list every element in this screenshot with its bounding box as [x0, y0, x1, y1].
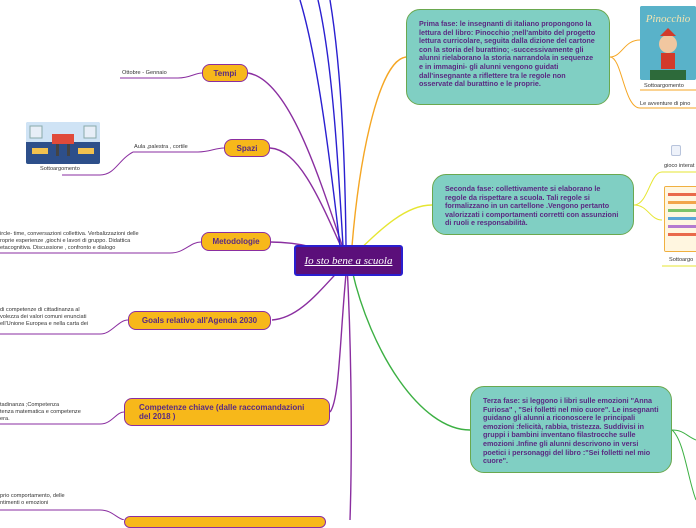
connector-top-3	[329, 0, 347, 247]
metodologie-detail-2: roprie esperienze ,giochi e lavori di gr…	[0, 238, 131, 244]
connector-first-img	[609, 39, 641, 58]
metodologie-detail-3: etacognitiva. Discussione , confronto e …	[0, 245, 116, 251]
connector-bottom	[346, 263, 352, 520]
underline-bottom	[0, 509, 125, 520]
connector-first-link	[609, 56, 696, 109]
document-icon[interactable]	[671, 145, 681, 156]
node-tempi[interactable]: Tempi	[202, 64, 248, 82]
goals-detail-3: ell'Unione Europea e nella carta dei	[0, 321, 89, 327]
connector-top-2	[317, 0, 344, 247]
gym-image[interactable]	[26, 122, 100, 164]
goals-detail-1: di competenze di cittadinanza al	[0, 307, 80, 313]
underline-competenze	[0, 411, 125, 425]
node-bottom[interactable]	[124, 516, 326, 528]
node-metodologie[interactable]: Metodologie	[201, 232, 271, 251]
phase-first[interactable]: Prima fase: le insegnanti di italiano pr…	[406, 9, 610, 105]
spazi-detail: Aula ,palestra , cortile	[134, 144, 188, 150]
node-goals[interactable]: Goals relativo all'Agenda 2030	[128, 311, 271, 330]
underline-spazi-img	[62, 151, 134, 176]
bottom-detail-1: prio comportamento, delle	[0, 493, 65, 499]
tempi-detail: Ottobre - Gennaio	[122, 70, 167, 76]
competenze-detail-3: era.	[0, 416, 10, 422]
gym-image-caption: Sottoargomento	[40, 166, 80, 172]
connector-second-link	[633, 171, 696, 206]
pinocchio-link[interactable]: Le avventure di pino	[640, 101, 691, 107]
phase-third[interactable]: Terza fase: si leggono i libri sulle emo…	[470, 386, 672, 473]
interactive-game-link[interactable]: gioco interat	[664, 163, 695, 169]
underline-spazi	[133, 147, 225, 153]
competenze-detail-1: tadinanza ;Competenza	[0, 402, 60, 408]
connector-second-img	[633, 204, 663, 221]
node-spazi[interactable]: Spazi	[224, 139, 270, 157]
connector-third-out-1	[671, 429, 696, 441]
connector-third	[351, 269, 471, 431]
bottom-detail-2: ntimenti o emozioni	[0, 500, 49, 506]
central-topic[interactable]: Io sto bene a scuola	[294, 245, 403, 276]
connector-tempi	[247, 72, 348, 261]
goals-detail-2: volezza dei valori comuni enunciati	[0, 314, 87, 320]
connector-top-1	[299, 0, 341, 247]
pinocchio-title: Pinocchio	[645, 13, 691, 25]
connector-first	[351, 56, 407, 247]
metodologie-detail-1: ircle- time, conversazioni collettiva. V…	[0, 231, 139, 237]
underline-goals	[0, 319, 129, 335]
connector-third-out-2	[671, 429, 696, 501]
rules-poster-image[interactable]	[664, 186, 696, 252]
pinocchio-caption: Sottoargomento	[644, 83, 684, 89]
phase-second[interactable]: Seconda fase: collettivamente si elabora…	[432, 174, 634, 235]
competenze-detail-2: tenza matematica e competenze	[0, 409, 81, 415]
connector-spazi	[269, 147, 348, 261]
pinocchio-image[interactable]: Pinocchio	[640, 6, 696, 80]
underline-metodologie	[0, 241, 202, 254]
connector-competenze	[329, 263, 348, 413]
rules-poster-caption: Sottoargo	[669, 257, 694, 263]
underline-tempi	[120, 72, 203, 79]
node-competenze[interactable]: Competenze chiave (dalle raccomandazioni…	[124, 398, 330, 426]
